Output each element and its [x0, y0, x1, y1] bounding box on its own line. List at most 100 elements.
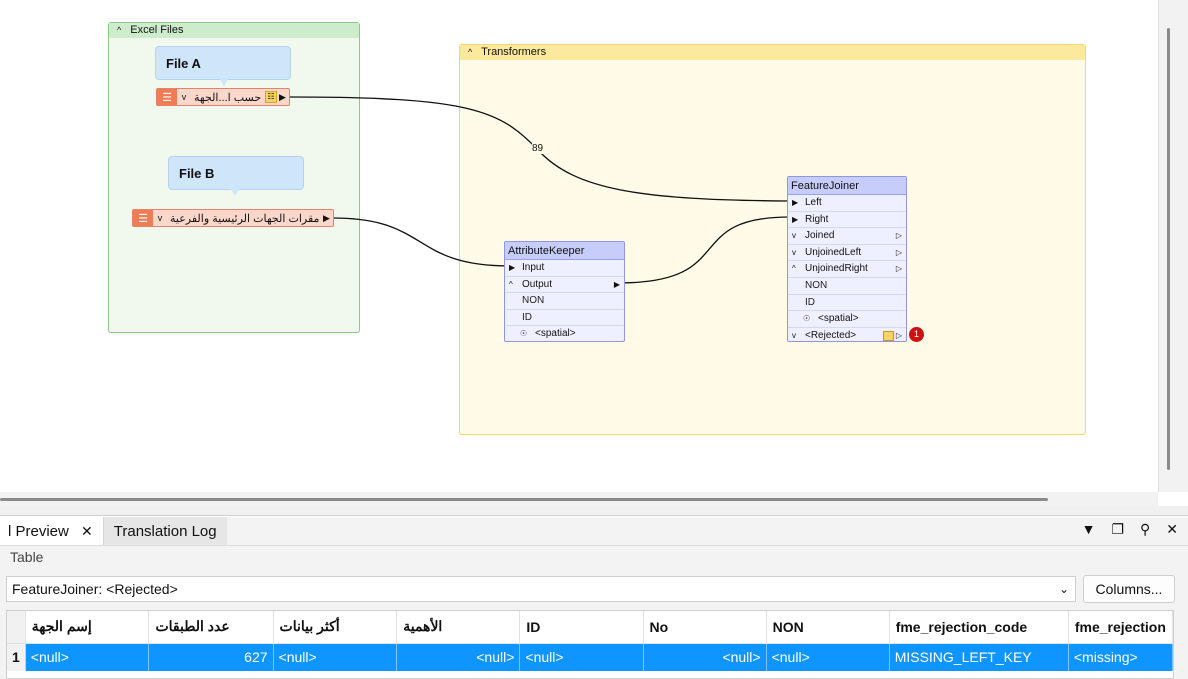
chevron-up-icon[interactable]: ^: [468, 47, 473, 57]
port-arrow-icon: ▶: [792, 214, 799, 224]
table-cell[interactable]: <null>: [643, 643, 767, 671]
close-icon[interactable]: ✕: [81, 523, 93, 539]
output-port-joined[interactable]: v Joined ▷: [788, 228, 906, 245]
view-mode-label: Table: [10, 549, 44, 565]
input-port-left[interactable]: ▶ Left: [788, 195, 906, 212]
feature-source-select[interactable]: FeatureJoiner: <Rejected> ⌄: [6, 576, 1076, 602]
column-header[interactable]: fme_rejection: [1068, 611, 1173, 644]
chevron-up-icon[interactable]: ^: [792, 264, 796, 274]
chevron-up-icon[interactable]: ^: [117, 25, 122, 35]
port-arrow-icon: ▶: [613, 279, 620, 289]
bookmark-header[interactable]: ^ Excel Files: [109, 23, 359, 38]
column-header[interactable]: NON: [766, 611, 890, 644]
column-header[interactable]: No: [643, 611, 767, 644]
feature-count-label[interactable]: 89: [532, 143, 544, 154]
canvas-vertical-scrollbar[interactable]: [1158, 0, 1188, 492]
table-header-row: إسم الجهة عدد الطبقات أكثر بيانات الأهمي…: [7, 611, 1173, 644]
scrollbar-thumb[interactable]: [1167, 28, 1170, 470]
chevron-down-icon[interactable]: v: [792, 330, 796, 340]
data-table[interactable]: إسم الجهة عدد الطبقات أكثر بيانات الأهمي…: [6, 610, 1174, 679]
chevron-up-icon[interactable]: ^: [509, 279, 513, 289]
panel-tabs: l Preview ✕ Translation Log: [0, 517, 1188, 546]
table-cell[interactable]: MISSING_LEFT_KEY: [889, 643, 1069, 671]
attribute-item: ID: [788, 295, 906, 312]
output-port-unjoinedright[interactable]: ^ UnjoinedRight ▷: [788, 261, 906, 278]
connection-reader-b-to-input: [332, 217, 511, 267]
reader-feature-type-a[interactable]: ☰ v حسب ا...الجهة ☷ ▶: [156, 88, 290, 106]
port-label: Input: [522, 262, 545, 273]
chevron-down-icon[interactable]: ▼: [1081, 521, 1096, 537]
inspect-icon[interactable]: [883, 330, 894, 341]
output-port-unjoinedleft[interactable]: v UnjoinedLeft ▷: [788, 245, 906, 262]
columns-button[interactable]: Columns...: [1083, 575, 1175, 603]
restore-icon[interactable]: ❐: [1111, 521, 1124, 537]
column-header[interactable]: عدد الطبقات: [148, 611, 274, 644]
reader-feature-type-b[interactable]: ☰ v مقرات الجهات الرئيسية والفرعية ▶: [132, 209, 334, 227]
port-arrow-outline-icon: ▷: [895, 264, 902, 274]
table-cell[interactable]: <null>: [519, 643, 644, 671]
scrollbar-thumb[interactable]: [0, 498, 1048, 501]
table-row[interactable]: 1 <null> 627 <null> <null> <null> <null>…: [7, 643, 1173, 671]
tab-label: Translation Log: [113, 523, 217, 540]
spatial-label: <spatial>: [535, 328, 576, 340]
bookmark-header[interactable]: ^ Transformers: [460, 45, 1085, 60]
workspace-canvas[interactable]: ^ Excel Files ^ Transformers 89 File A F…: [0, 0, 1158, 492]
tab-translation-log[interactable]: Translation Log: [103, 517, 227, 545]
bookmark-transformers[interactable]: ^ Transformers: [459, 44, 1086, 435]
table-cell[interactable]: <null>: [396, 643, 521, 671]
reader-name: حسب ا...الجهة: [194, 91, 262, 104]
port-label: UnjoinedLeft: [805, 246, 862, 258]
chevron-down-icon[interactable]: v: [792, 231, 796, 241]
column-header[interactable]: أكثر بيانات: [273, 611, 398, 644]
table-cell[interactable]: <null>: [766, 643, 890, 671]
attribute-item: NON: [788, 278, 906, 295]
table-cell[interactable]: <null>: [273, 643, 398, 671]
panel-controls: ▼ ❐ ⚲ ✕: [1082, 521, 1178, 538]
transformer-title[interactable]: AttributeKeeper: [505, 242, 624, 260]
column-header[interactable]: إسم الجهة: [25, 611, 150, 644]
canvas-horizontal-scrollbar[interactable]: [0, 492, 1158, 506]
chevron-down-icon[interactable]: v: [157, 213, 163, 223]
annotation-file-a[interactable]: File A: [155, 46, 291, 86]
close-icon[interactable]: ✕: [1166, 521, 1178, 537]
output-port-rejected[interactable]: v <Rejected> ▷: [788, 328, 906, 345]
input-port-right[interactable]: ▶ Right: [788, 212, 906, 229]
bookmark-title: Excel Files: [130, 24, 184, 36]
chevron-down-icon[interactable]: v: [792, 247, 796, 257]
attribute-item: NON: [505, 293, 624, 310]
port-arrow-icon: ▶: [509, 263, 516, 272]
geometry-icon: ☉: [520, 329, 528, 339]
output-port-icon[interactable]: ▶: [323, 212, 330, 223]
pin-icon[interactable]: ⚲: [1140, 521, 1151, 537]
output-port-icon[interactable]: ▶: [279, 91, 286, 102]
column-header[interactable]: الأهمية: [396, 611, 521, 644]
inspect-icon[interactable]: ☷: [265, 91, 277, 103]
rejected-count-badge[interactable]: 1: [909, 327, 924, 342]
table-cell[interactable]: 627: [148, 643, 274, 671]
port-arrow-outline-icon: ▷: [895, 330, 902, 340]
port-label: Left: [805, 197, 822, 208]
attribute-item: ID: [505, 310, 624, 327]
transformer-featurejoiner[interactable]: FeatureJoiner ▶ Left ▶ Right v Joined ▷ …: [787, 176, 907, 342]
selected-source: FeatureJoiner: <Rejected>: [12, 581, 178, 597]
row-number[interactable]: 1: [7, 643, 26, 671]
tab-visual-preview[interactable]: l Preview ✕: [0, 517, 104, 545]
reader-name: مقرات الجهات الرئيسية والفرعية: [170, 212, 320, 225]
column-header[interactable]: ID: [519, 611, 644, 644]
table-cell[interactable]: <null>: [25, 643, 150, 671]
chevron-down-icon[interactable]: v: [181, 92, 187, 102]
spatial-label: <spatial>: [818, 313, 859, 325]
port-label: Output: [522, 278, 553, 290]
table-cell[interactable]: <missing>: [1068, 643, 1173, 671]
panel-splitter[interactable]: [0, 506, 1188, 516]
input-port[interactable]: ▶ Input: [505, 260, 624, 277]
output-port[interactable]: ^ Output ▶: [505, 277, 624, 294]
annotation-file-b[interactable]: File B: [168, 156, 304, 196]
transformer-attributekeeper[interactable]: AttributeKeeper ▶ Input ^ Output ▶ NON I…: [504, 241, 625, 342]
port-arrow-outline-icon: ▷: [895, 231, 902, 241]
bookmark-title: Transformers: [481, 46, 547, 58]
spatial-row: ☉ <spatial>: [788, 311, 906, 328]
chevron-down-icon[interactable]: ⌄: [1058, 582, 1069, 596]
column-header[interactable]: fme_rejection_code: [889, 611, 1069, 644]
transformer-title[interactable]: FeatureJoiner: [788, 177, 906, 195]
